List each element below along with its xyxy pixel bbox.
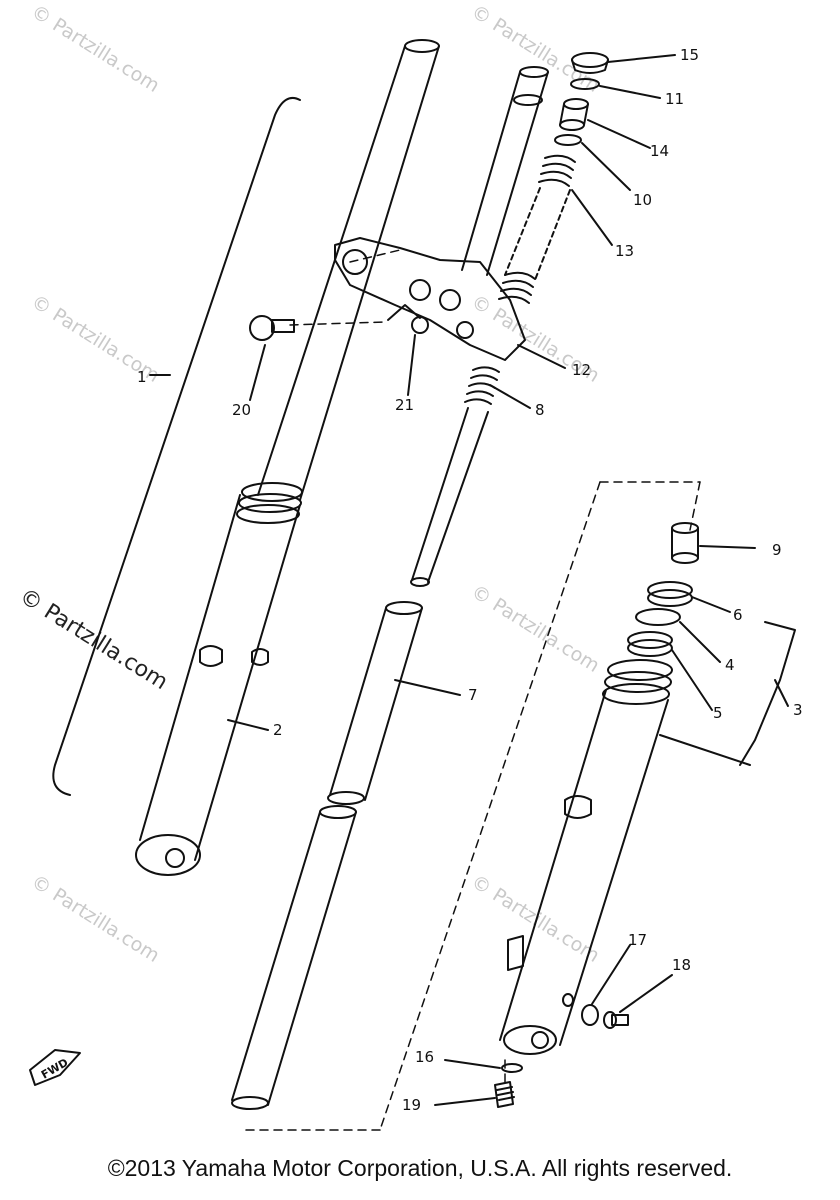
callout-17: 17 [628, 931, 647, 949]
callout-4: 4 [725, 656, 735, 674]
outer-tube [135, 482, 303, 876]
leader-11 [599, 85, 661, 99]
watermark: © Partzilla.com [15, 584, 172, 695]
leader-4 [679, 621, 721, 663]
washer-17 [581, 1004, 599, 1026]
fork-spring [498, 154, 576, 304]
cap-bolt [571, 52, 609, 74]
leader-18 [619, 974, 673, 1013]
pinch-bolt [249, 315, 295, 341]
watermark: © Partzilla.com [27, 1, 163, 97]
watermark-layer: © Partzilla.com © Partzilla.com © Partzi… [15, 1, 604, 967]
callout-12: 12 [572, 361, 591, 379]
leader-2 [227, 719, 269, 731]
callout-21: 21 [395, 396, 414, 414]
drain-bolt-19 [494, 1081, 515, 1108]
spacer [559, 98, 589, 131]
callout-9: 9 [772, 541, 782, 559]
callout-19: 19 [402, 1096, 421, 1114]
leader-3 [774, 679, 789, 707]
leader-20 [249, 344, 266, 401]
callout-18: 18 [672, 956, 691, 974]
inner-tube-lower [231, 601, 423, 1110]
steering-stem [461, 66, 549, 276]
leader-17 [591, 944, 631, 1005]
callout-8: 8 [535, 401, 545, 419]
fwd-arrow-icon [29, 1049, 81, 1086]
leader-15 [607, 54, 676, 63]
inner-tube [257, 39, 440, 501]
callout-13: 13 [615, 242, 634, 260]
callout-3: 3 [793, 701, 803, 719]
leader-12 [517, 344, 566, 369]
bolt-18 [603, 1011, 629, 1029]
assembly-bracket-1 [52, 96, 301, 796]
leader-8 [489, 384, 531, 409]
leader-7 [394, 679, 461, 696]
callout-labels: 1 2 3 4 5 6 7 8 9 10 11 12 13 14 15 16 1… [137, 46, 803, 1114]
callout-14: 14 [650, 142, 669, 160]
leader-9 [699, 545, 756, 549]
under-bracket [334, 237, 526, 361]
washer [554, 134, 582, 146]
leader-13 [571, 189, 613, 246]
damper-rod [410, 366, 500, 587]
callout-20: 20 [232, 401, 251, 419]
leader-10 [581, 142, 631, 191]
outer-tube-right [499, 659, 751, 1055]
leader-5 [671, 649, 713, 711]
callout-11: 11 [665, 90, 684, 108]
callout-7: 7 [468, 686, 478, 704]
watermark: © Partzilla.com [27, 871, 163, 967]
callout-10: 10 [633, 191, 652, 209]
watermark: © Partzilla.com [467, 871, 603, 967]
watermark: © Partzilla.com [467, 1, 603, 97]
leader-14 [587, 119, 651, 149]
gasket-16 [501, 1063, 523, 1073]
callout-1: 1 [137, 368, 147, 386]
washer-small [562, 993, 574, 1007]
leader-6 [691, 596, 731, 613]
callout-5: 5 [713, 704, 723, 722]
copyright-notice: ©2013 Yamaha Motor Corporation, U.S.A. A… [107, 1155, 733, 1181]
callout-16: 16 [415, 1048, 434, 1066]
watermark: © Partzilla.com [467, 581, 603, 677]
collar [671, 522, 699, 564]
callout-6: 6 [733, 606, 743, 624]
leader-21 [407, 334, 416, 396]
leader-16 [444, 1059, 501, 1069]
oil-seal-parts [627, 581, 693, 657]
callout-2: 2 [273, 721, 283, 739]
assembly-bracket-3 [739, 621, 796, 766]
leader-19 [434, 1097, 496, 1106]
callout-15: 15 [680, 46, 699, 64]
o-ring [570, 78, 600, 90]
alignment-lines [239, 249, 701, 1131]
